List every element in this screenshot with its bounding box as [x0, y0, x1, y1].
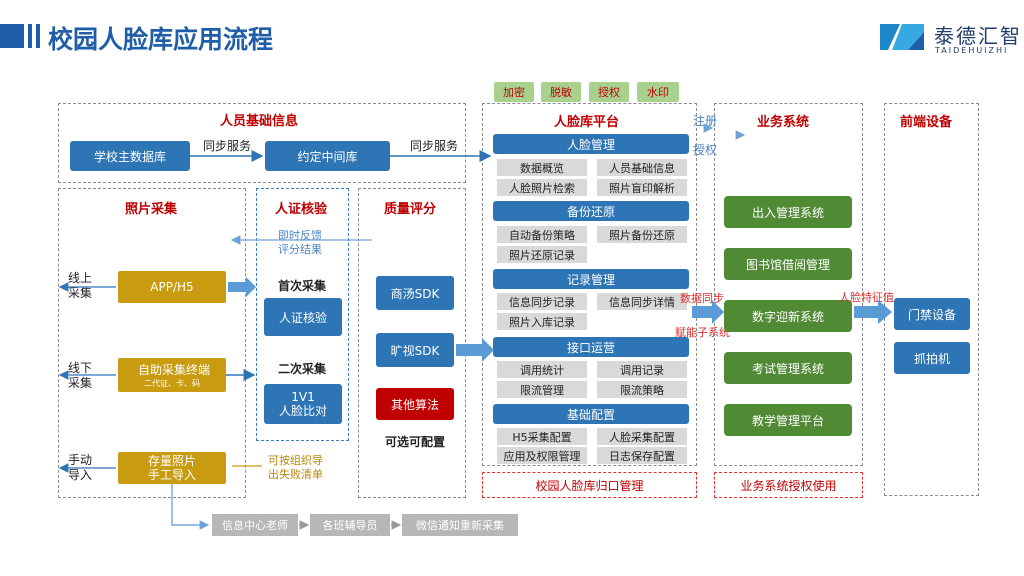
item-log-config: 日志保存配置	[597, 447, 687, 464]
terminal-button: 自助采集终端 二代证、卡、码	[118, 358, 226, 392]
logo-mark-icon	[880, 24, 924, 50]
panel-photo	[58, 188, 246, 498]
business-footer: 业务系统授权使用	[714, 472, 863, 498]
panel-devices	[884, 103, 979, 496]
header-accent-bar	[0, 24, 24, 48]
personnel-title: 人员基础信息	[220, 114, 299, 129]
offline-label: 线下 采集	[68, 361, 93, 390]
header-accent-stripe-1	[28, 24, 32, 48]
item-call-stats: 调用统计	[497, 361, 587, 378]
system-teaching: 教学管理平台	[724, 404, 852, 436]
tag-encrypt: 加密	[494, 82, 534, 102]
item-rate-limit-management: 限流管理	[497, 381, 587, 398]
compare-box: 1V1 人脸比对	[264, 384, 342, 424]
first-capture-label: 首次采集	[278, 279, 327, 293]
header-accent-stripe-2	[36, 24, 40, 48]
item-person-info: 人员基础信息	[597, 159, 687, 176]
sync-label-2: 同步服务	[410, 139, 459, 153]
devices-title: 前端设备	[900, 115, 953, 130]
flow-info-center-teacher: 信息中心老师	[212, 514, 298, 536]
company-logo: 泰德汇智 TAIDEHUIZHI	[878, 20, 1020, 56]
group-record-management: 记录管理	[493, 269, 689, 289]
tag-authorize: 授权	[589, 82, 629, 102]
sdk-sensetime-box: 商汤SDK	[376, 276, 454, 310]
system-welcome: 数字迎新系统	[724, 300, 852, 332]
item-sync-record: 信息同步记录	[497, 293, 587, 310]
terminal-sub-label: 二代证、卡、码	[144, 379, 200, 388]
empower-label: 赋能子系统	[675, 326, 730, 339]
flow-class-counselor: 各班辅导员	[310, 514, 390, 536]
platform-footer: 校园人脸库归口管理	[482, 472, 697, 498]
group-basic-config: 基础配置	[493, 404, 689, 424]
flow-wechat-notice: 微信通知重新采集	[402, 514, 518, 536]
group-backup-restore: 备份还原	[493, 201, 689, 221]
app-h5-button: APP/H5	[118, 271, 226, 303]
device-access-control: 门禁设备	[894, 298, 970, 330]
platform-title: 人脸库平台	[554, 115, 620, 130]
item-restore-record: 照片还原记录	[497, 246, 587, 263]
item-face-capture-config: 人脸采集配置	[597, 428, 687, 445]
second-capture-label: 二次采集	[278, 362, 327, 376]
system-library: 图书馆借阅管理	[724, 248, 852, 280]
other-algorithm-box: 其他算法	[376, 388, 454, 420]
feature-value-label: 人脸特征值	[839, 291, 894, 304]
sdk-megvii-box: 旷视SDK	[376, 333, 454, 367]
optional-label: 可选可配置	[385, 435, 446, 449]
stock-import-button: 存量照片 手工导入	[118, 452, 226, 484]
item-photo-backup: 照片备份还原	[597, 226, 687, 243]
org-import-label: 可按组织导 出失败清单	[268, 454, 323, 481]
group-face-management: 人脸管理	[493, 134, 689, 154]
item-data-overview: 数据概览	[497, 159, 587, 176]
panel-verify	[256, 188, 349, 441]
item-h5-config: H5采集配置	[497, 428, 587, 445]
system-exam: 考试管理系统	[724, 352, 852, 384]
business-title: 业务系统	[757, 115, 810, 130]
school-db-box: 学校主数据库	[70, 141, 190, 171]
photo-title: 照片采集	[125, 202, 178, 217]
feedback-label: 即时反馈 评分结果	[278, 229, 322, 256]
authorize-label: 授权	[693, 143, 718, 157]
verify-title: 人证核验	[275, 202, 328, 217]
panel-business	[714, 103, 863, 466]
page-title: 校园人脸库应用流程	[48, 25, 274, 54]
tag-watermark: 水印	[637, 82, 679, 102]
logo-text-en: TAIDEHUIZHI	[935, 46, 1009, 55]
item-app-permission: 应用及权限管理	[497, 447, 587, 464]
item-face-search: 人脸照片检索	[497, 179, 587, 196]
quality-title: 质量评分	[384, 202, 437, 217]
verify-box: 人证核验	[264, 298, 342, 336]
panel-quality	[358, 188, 466, 498]
system-access: 出入管理系统	[724, 196, 852, 228]
panel-platform	[482, 103, 697, 466]
item-watermark-parse: 照片盲印解析	[597, 179, 687, 196]
online-label: 线上 采集	[68, 271, 93, 300]
item-call-record: 调用记录	[597, 361, 687, 378]
item-rate-limit-policy: 限流策略	[597, 381, 687, 398]
device-camera: 抓拍机	[894, 342, 970, 374]
item-auto-backup: 自动备份策略	[497, 226, 587, 243]
middleware-box: 约定中间库	[265, 141, 390, 171]
tag-desensitize: 脱敏	[541, 82, 581, 102]
item-sync-detail: 信息同步详情	[597, 293, 687, 310]
manual-label: 手动 导入	[68, 453, 93, 482]
panel-personnel	[58, 103, 466, 183]
group-api-operation: 接口运营	[493, 337, 689, 357]
terminal-label: 自助采集终端	[138, 363, 211, 377]
item-storage-record: 照片入库记录	[497, 313, 587, 330]
sync-label-1: 同步服务	[203, 139, 252, 153]
logo-text-cn: 泰德汇智	[934, 24, 1022, 48]
